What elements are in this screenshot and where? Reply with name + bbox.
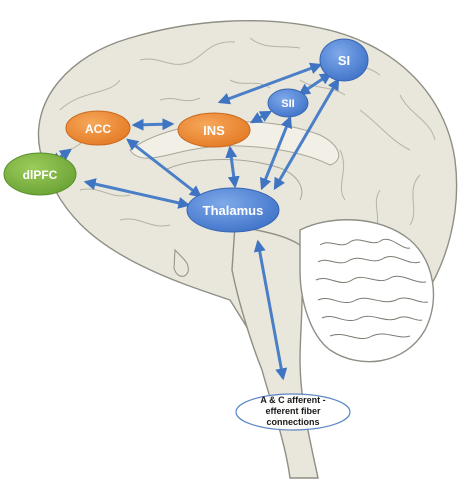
node-ins-label: INS [203, 123, 225, 138]
fiber-line-1: A & C afferent - [260, 395, 325, 405]
arrow-sii-thalamus [259, 115, 293, 191]
cerebellum [299, 219, 435, 363]
node-fiber-connections: A & C afferent - efferent fiber connecti… [235, 393, 351, 431]
node-dlpfc: dlPFC [3, 152, 77, 196]
arrow-ins-thalamus [225, 145, 240, 189]
node-thalamus: Thalamus [186, 187, 280, 233]
node-sii: SII [267, 88, 309, 118]
node-acc-label: ACC [85, 122, 111, 136]
arrow-si-ins [217, 62, 323, 105]
arrow-thalamus-fibers [253, 239, 288, 381]
node-ins: INS [177, 112, 251, 148]
arrow-dlpfc-thalamus [83, 178, 191, 209]
node-sii-label: SII [281, 98, 294, 110]
cerebellum-folia [315, 238, 429, 340]
node-thalamus-label: Thalamus [203, 203, 264, 218]
pituitary [173, 248, 189, 277]
node-si: SI [319, 38, 369, 82]
node-si-label: SI [338, 53, 350, 68]
arrow-acc-ins [131, 118, 175, 131]
node-acc: ACC [65, 110, 131, 146]
fiber-line-3: connections [266, 417, 319, 427]
node-dlpfc-label: dlPFC [23, 168, 58, 182]
fiber-line-2: efferent fiber [265, 406, 321, 416]
